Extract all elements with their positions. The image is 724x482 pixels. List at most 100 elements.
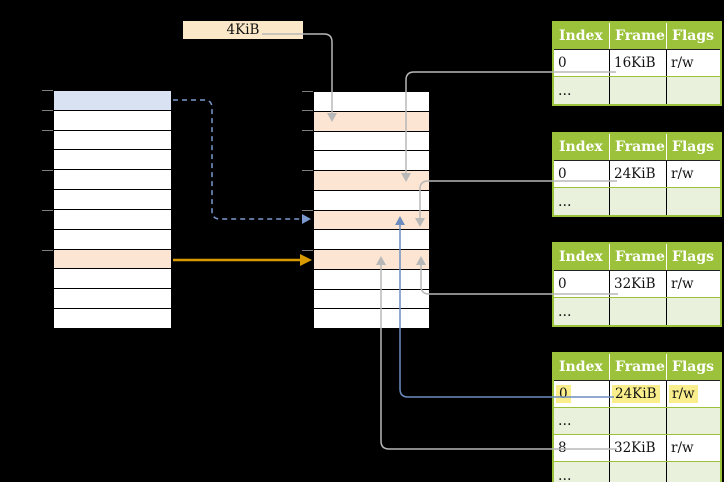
virtual-row-row-7 bbox=[54, 230, 171, 250]
page-table-cell: 32KiB bbox=[610, 435, 667, 461]
cell-value: … bbox=[558, 413, 572, 429]
page-table-row: … bbox=[554, 298, 720, 325]
cell-value: … bbox=[558, 193, 572, 210]
page-table-cell: r/w bbox=[667, 435, 720, 461]
virtual-row-row-4 bbox=[54, 170, 171, 191]
physical-row-row-8 bbox=[314, 250, 429, 270]
header-cell-frame: Frame bbox=[610, 244, 667, 270]
virtual-row-row-0 bbox=[54, 91, 171, 111]
page-table-cell: 0 bbox=[554, 50, 610, 76]
page-table-cell: … bbox=[554, 298, 610, 325]
page-table-row: … bbox=[554, 77, 720, 104]
page-table-cell bbox=[610, 298, 667, 325]
page-table-cell: … bbox=[554, 408, 610, 434]
cell-value: r/w bbox=[671, 166, 694, 182]
cell-value: 0 bbox=[558, 276, 567, 292]
header-cell-frame: Frame bbox=[610, 134, 667, 160]
virtual-address-tick bbox=[42, 110, 53, 111]
connector-virt-row0-to-phys-24kib bbox=[173, 99, 300, 220]
cell-value: 24KiB bbox=[612, 385, 660, 403]
page-table-row: 8 32KiB r/w bbox=[554, 435, 720, 462]
header-cell-index: Index bbox=[554, 354, 610, 380]
virtual-row-row-8 bbox=[54, 249, 171, 270]
header-cell-flags: Flags bbox=[672, 359, 714, 375]
virtual-address-tick bbox=[42, 130, 53, 131]
cell-value: 32KiB bbox=[614, 276, 656, 292]
page-table-row: … bbox=[554, 408, 720, 435]
cell-value: 8 bbox=[558, 440, 567, 456]
page-table-cell: 24KiB bbox=[610, 381, 667, 407]
header-cell-frame: Frame bbox=[610, 23, 667, 49]
header-cell-index: Index bbox=[554, 244, 610, 270]
page-table-cell: r/w bbox=[667, 381, 720, 407]
cell-value: r/w bbox=[669, 385, 698, 403]
physical-memory-table bbox=[313, 91, 430, 329]
physical-row-row-6 bbox=[314, 210, 429, 231]
physical-row-row-1 bbox=[314, 111, 429, 132]
page-table-cell: 24KiB bbox=[610, 161, 667, 187]
cell-value: 32KiB bbox=[614, 440, 656, 456]
cell-value: … bbox=[558, 82, 572, 99]
header-cell-index: Index bbox=[554, 23, 610, 49]
physical-row-row-7 bbox=[314, 230, 429, 250]
cell-value: r/w bbox=[671, 55, 694, 71]
page-table-row: … bbox=[554, 462, 720, 482]
physical-address-tick bbox=[302, 210, 313, 211]
page-table-cell: 0 bbox=[554, 381, 610, 407]
page-table-cell: r/w bbox=[667, 161, 720, 187]
physical-row-row-3 bbox=[314, 151, 429, 171]
page-table-cell: r/w bbox=[667, 50, 720, 76]
header-cell-index: Index bbox=[554, 134, 610, 160]
physical-row-row-4 bbox=[314, 171, 429, 191]
page-table-row: 0 32KiB r/w bbox=[554, 271, 720, 298]
cell-value: … bbox=[558, 467, 572, 482]
physical-row-row-10 bbox=[314, 290, 429, 310]
arrowhead-virt-row0-to-phys-24kib bbox=[302, 214, 311, 224]
virtual-row-row-10 bbox=[54, 289, 171, 310]
page-table-cell bbox=[610, 77, 667, 104]
virtual-address-tick bbox=[42, 170, 53, 171]
header-cell-flags: Flags bbox=[672, 28, 714, 44]
page-table-row: 0 16KiB r/w bbox=[554, 50, 720, 77]
physical-row-row-5 bbox=[314, 191, 429, 211]
physical-address-tick bbox=[302, 110, 313, 111]
physical-address-tick bbox=[302, 91, 313, 92]
virtual-memory-table bbox=[53, 90, 172, 329]
cell-value: 24KiB bbox=[614, 166, 656, 182]
virtual-row-row-11 bbox=[54, 309, 171, 328]
physical-row-row-11 bbox=[314, 309, 429, 328]
virtual-row-row-5 bbox=[54, 190, 171, 210]
page-table-cell bbox=[610, 462, 667, 482]
page-table-cell bbox=[667, 408, 720, 434]
physical-address-tick bbox=[302, 170, 313, 171]
page-table-cell: r/w bbox=[667, 271, 720, 297]
cell-value: 16KiB bbox=[614, 55, 656, 71]
page-table-cell: … bbox=[554, 462, 610, 482]
arrowhead-virt-row8-to-phys-32kib bbox=[300, 254, 312, 266]
header-cell-frame: Frame bbox=[610, 354, 667, 380]
page-table-cell: 8 bbox=[554, 435, 610, 461]
virtual-address-tick bbox=[42, 250, 53, 251]
page-table-cell bbox=[667, 77, 720, 104]
page-table-cell bbox=[610, 408, 667, 434]
page-table-cell: 0 bbox=[554, 161, 610, 187]
page-table-cell bbox=[667, 298, 720, 325]
page-table-cell: 32KiB bbox=[610, 271, 667, 297]
physical-row-row-2 bbox=[314, 132, 429, 152]
virtual-row-row-2 bbox=[54, 131, 171, 151]
virtual-row-row-9 bbox=[54, 269, 171, 290]
page-table-cell: 0 bbox=[554, 271, 610, 297]
cell-value: 0 bbox=[558, 55, 567, 71]
page-table-cell bbox=[610, 188, 667, 215]
cell-value: … bbox=[558, 303, 572, 320]
